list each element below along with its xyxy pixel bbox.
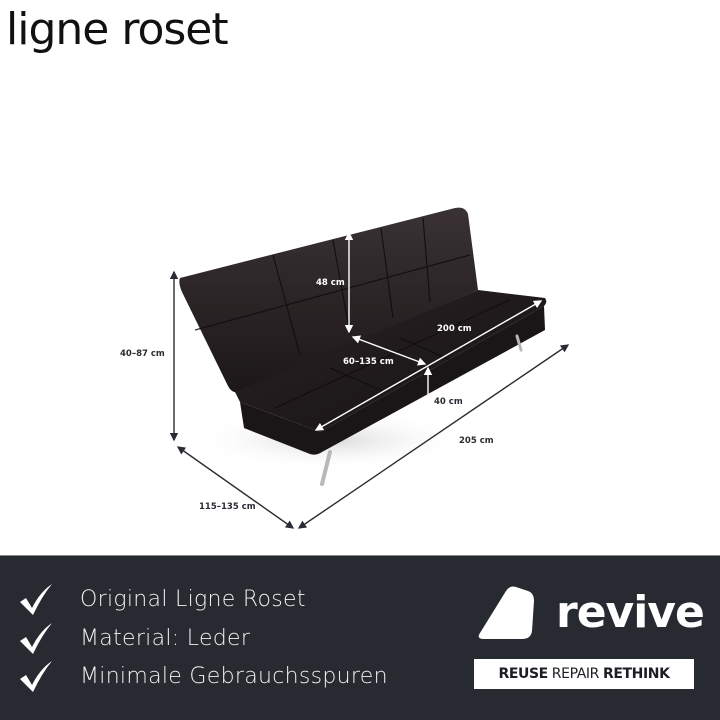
feature-item: Minimale Gebrauchsspuren	[16, 658, 388, 694]
revive-logo: revive	[476, 585, 705, 641]
revive-shape-icon	[478, 586, 534, 639]
brand-logo: ligne roset	[6, 4, 229, 55]
dim-seat-height: 40 cm	[434, 397, 463, 407]
feature-label: Material: Leder	[80, 625, 251, 651]
dim-total-height: 40–87 cm	[120, 349, 165, 359]
feature-item: Original Ligne Roset	[16, 581, 306, 617]
sofa-illustration	[169, 207, 570, 529]
tagline-reuse: REUSE	[498, 666, 548, 682]
revive-wordmark: revive	[556, 587, 705, 638]
checkmark-icon	[16, 620, 56, 656]
feature-band	[0, 555, 720, 720]
product-image: 40–87 cm 115–135 cm 205 cm 48 cm 60–135 …	[0, 60, 720, 555]
feature-label: Minimale Gebrauchsspuren	[80, 663, 388, 689]
tagline-repair: REPAIR	[551, 666, 600, 682]
tagline-rethink: RETHINK	[602, 666, 670, 682]
dim-seat-width: 200 cm	[437, 324, 472, 334]
checkmark-icon	[16, 658, 56, 694]
dim-seat-depth: 60–135 cm	[343, 357, 394, 367]
feature-label: Original Ligne Roset	[80, 586, 306, 612]
dim-total-width: 205 cm	[459, 436, 494, 446]
revive-tagline: REUSE REPAIR RETHINK	[474, 659, 694, 689]
dim-depth: 115–135 cm	[199, 502, 256, 512]
feature-item: Material: Leder	[16, 620, 250, 656]
checkmark-icon	[16, 581, 56, 617]
dim-backrest-height: 48 cm	[316, 278, 345, 288]
